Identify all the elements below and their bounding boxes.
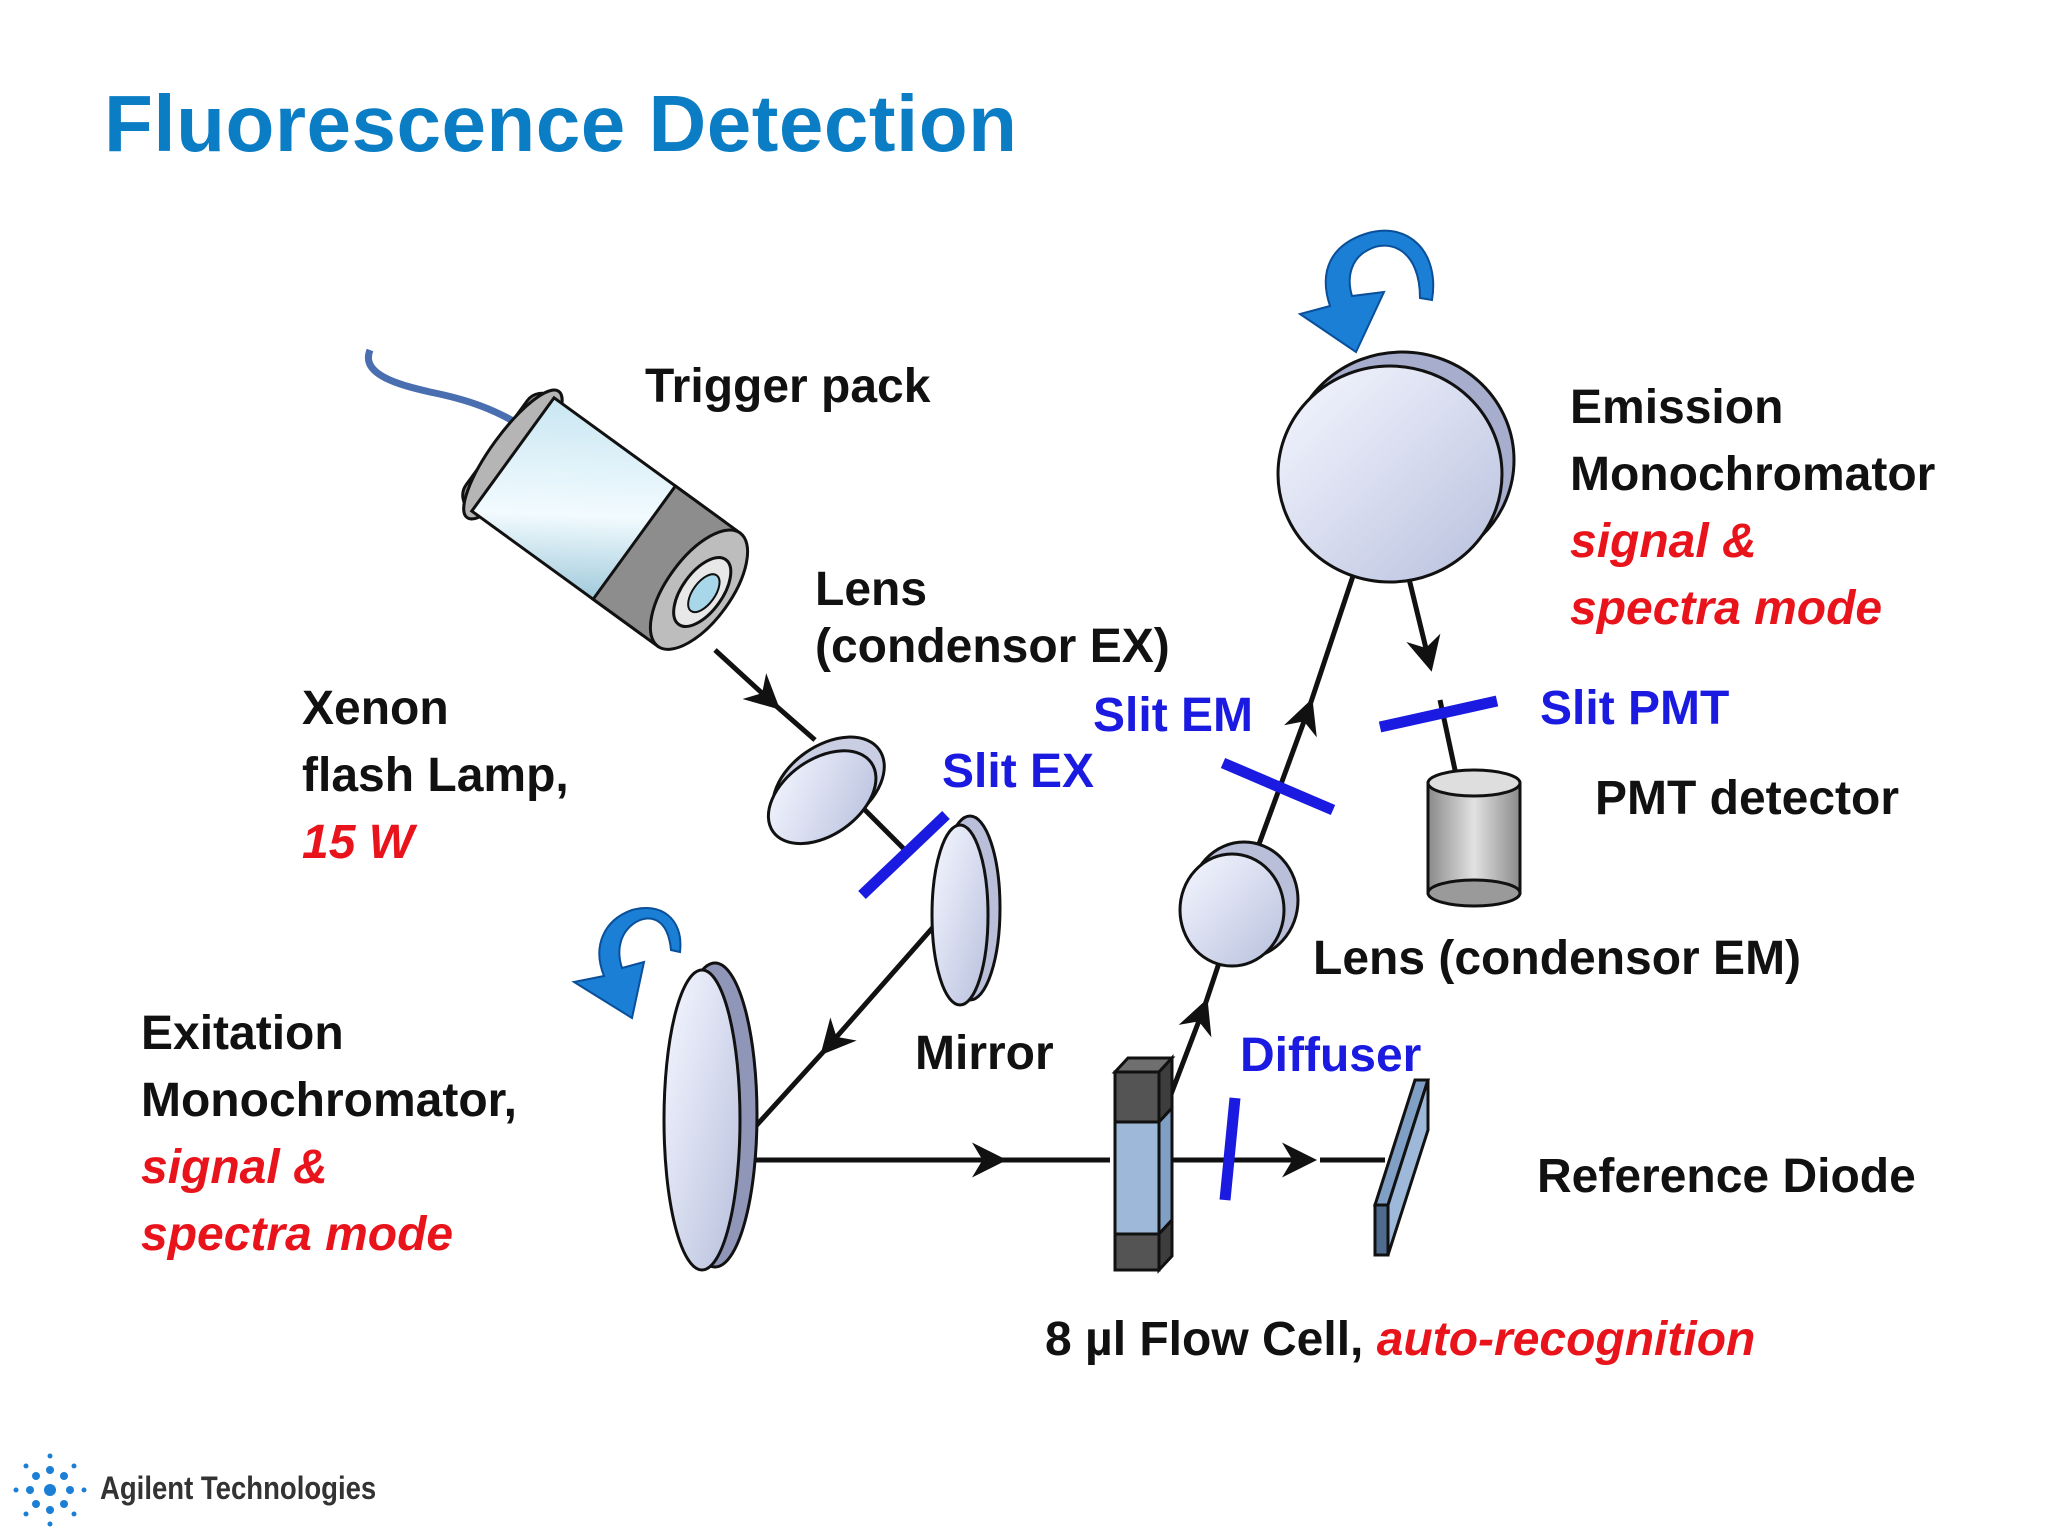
label-emission-monochromator: Emission Monochromator signal & spectra … [1570, 374, 1935, 642]
reference-diode [1372, 1078, 1431, 1257]
xenon-lamp [364, 348, 750, 651]
label-slit-pmt: Slit PMT [1540, 682, 1730, 735]
label-excitation-line2: Monochromator, [141, 1074, 518, 1127]
label-emission-line1: Emission [1570, 381, 1784, 434]
label-excitation-mode1: signal & [141, 1141, 328, 1194]
pmt-detector [1426, 768, 1522, 908]
mirror [930, 814, 1002, 1007]
slit-em [1220, 757, 1336, 816]
diffuser [1219, 1097, 1241, 1201]
lens-condensor-ex [766, 735, 886, 846]
agilent-logo-text: Agilent Technologies [100, 1470, 377, 1506]
agilent-logo-icon [13, 1453, 87, 1527]
beam-mirror-to-grating [820, 923, 937, 1056]
label-xenon-lamp: Xenon flash Lamp, 15 W [302, 675, 569, 876]
label-flow-cell-main: 8 µl Flow Cell, [1045, 1313, 1364, 1366]
beam-lens-em-to-grating [1252, 698, 1317, 856]
label-emission-mode2: spectra mode [1570, 582, 1883, 635]
label-flow-cell: 8 µl Flow Cell, auto-recognition [1045, 1306, 1755, 1373]
label-lens-em: Lens (condensor EM) [1313, 932, 1802, 985]
slit-pmt [1378, 695, 1499, 733]
emission-grating [1276, 350, 1516, 584]
label-reference-diode: Reference Diode [1537, 1150, 1916, 1203]
label-xenon-power: 15 W [302, 816, 415, 869]
label-excitation-line1: Exitation [141, 1007, 344, 1060]
lamp-cable [364, 348, 522, 429]
slits [858, 695, 1499, 1201]
slit-ex [858, 811, 950, 899]
beam-lamp-to-lens [713, 648, 781, 710]
rotation-arrow-icon-excitation [571, 907, 682, 1020]
label-excitation-monochromator: Exitation Monochromator, signal & spectr… [141, 1000, 517, 1268]
label-lens-ex-line2: (condensor EX) [815, 620, 1170, 673]
label-excitation-mode2: spectra mode [141, 1208, 454, 1261]
excitation-grating [662, 961, 759, 1272]
label-xenon-line2: flash Lamp, [302, 749, 569, 802]
label-trigger-pack: Trigger pack [645, 360, 931, 413]
label-slit-em: Slit EM [1093, 689, 1254, 742]
flow-cell [1111, 1054, 1176, 1274]
label-emission-line2: Monochromator [1570, 448, 1936, 501]
label-xenon-line1: Xenon [302, 682, 449, 735]
lens-condensor-em [1178, 840, 1300, 968]
label-diffuser: Diffuser [1240, 1029, 1422, 1082]
rotation-arrow-icon [1297, 229, 1435, 354]
label-flow-cell-note: auto-recognition [1376, 1313, 1756, 1366]
label-slit-ex: Slit EX [942, 745, 1095, 798]
label-lens-ex: Lens (condensor EX) [815, 556, 1170, 680]
label-emission-mode1: signal & [1570, 515, 1757, 568]
page-title: Fluorescence Detection [104, 79, 1018, 168]
label-lens-ex-line1: Lens [815, 563, 928, 616]
label-pmt-detector: PMT detector [1595, 772, 1900, 825]
label-mirror: Mirror [915, 1027, 1054, 1080]
